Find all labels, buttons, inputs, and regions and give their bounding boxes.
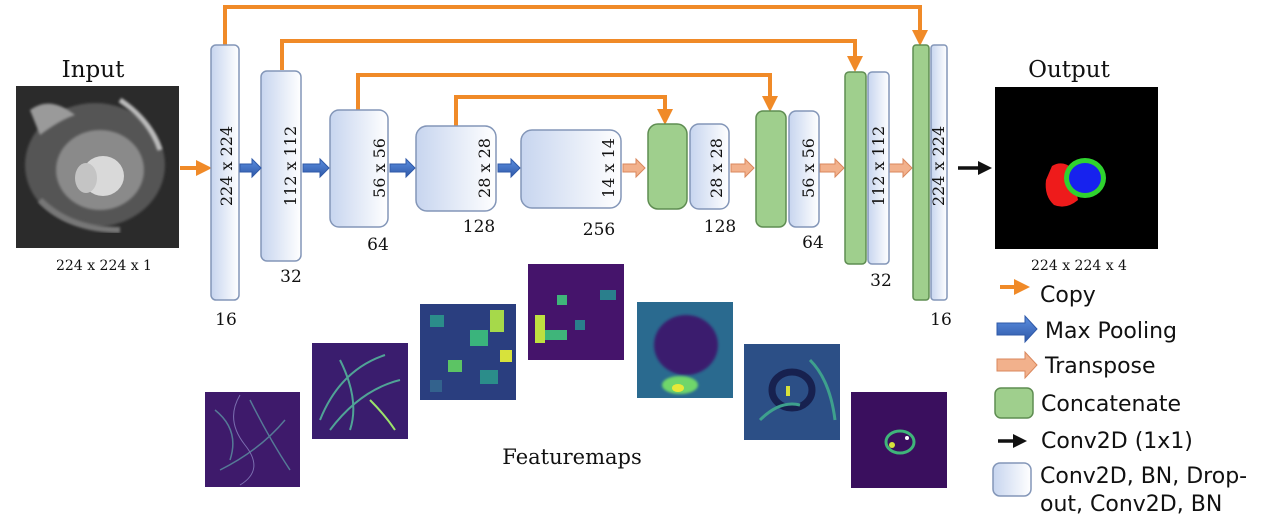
featuremaps-label: Featuremaps (502, 445, 641, 469)
skip-16 (223, 5, 928, 46)
legend-transpose-label: Transpose (1044, 354, 1156, 379)
featuremap-2 (312, 343, 408, 439)
transpose-icon (996, 350, 1038, 380)
skip-64 (356, 73, 778, 112)
maxpool-arrow-2 (302, 157, 330, 179)
concat-block-2 (755, 110, 787, 228)
decoder-block-2-label: 56 x 56 (799, 138, 818, 198)
featuremap-7 (851, 392, 947, 488)
transpose-arrow-3 (819, 157, 845, 179)
transpose-arrow-1 (622, 157, 646, 179)
maxpool-icon (996, 314, 1038, 344)
encoder-block-5-label: 14 x 14 (599, 138, 618, 198)
concat-block-4 (912, 44, 930, 301)
input-dims: 224 x 224 x 1 (56, 258, 152, 274)
featuremap-1 (205, 392, 300, 487)
legend-convblock-label-2: out, Conv2D, BN (1040, 492, 1222, 517)
featuremap-4 (528, 264, 624, 360)
encoder-block-2-label: 112 x 112 (281, 126, 300, 206)
transpose-arrow-4 (888, 157, 913, 179)
decoder-stage-3: 112 x 112 32 (844, 71, 892, 291)
encoder-block-3-label: 56 x 56 (370, 138, 389, 198)
legend-convblock-label-1: Conv2D, BN, Drop- (1040, 464, 1247, 489)
encoder-block-2-channels: 32 (280, 267, 302, 287)
legend-copy-label: Copy (1040, 283, 1096, 308)
encoder-block-3: 56 x 56 64 (329, 109, 389, 255)
decoder-stage-2: 56 x 56 64 (755, 110, 824, 253)
featuremaps (205, 264, 947, 488)
concat-block-1 (647, 123, 688, 210)
decoder-stage-4: 224 x 224 16 (912, 44, 952, 330)
output-dims: 224 x 224 x 4 (1031, 258, 1127, 274)
input-title: Input (62, 57, 125, 83)
decoder-block-3-label: 112 x 112 (869, 126, 888, 206)
legend-conv1x1: Conv2D (1x1) (998, 429, 1193, 454)
skip-128 (454, 95, 673, 126)
encoder-block-3-channels: 64 (367, 235, 389, 255)
encoder-block-4-channels: 128 (463, 217, 495, 237)
legend: Copy Max Pooling Transpose Concatenate C… (992, 279, 1247, 517)
legend-transpose: Transpose (996, 350, 1156, 380)
featuremap-6 (744, 344, 840, 440)
skip-connections (223, 5, 928, 126)
decoder-block-3-channels: 32 (870, 271, 892, 291)
legend-maxpool-label: Max Pooling (1045, 319, 1177, 344)
legend-concat: Concatenate (994, 387, 1181, 419)
featuremap-5 (637, 302, 733, 398)
legend-concat-label: Concatenate (1041, 392, 1181, 417)
transpose-arrows (622, 157, 913, 179)
skip-32 (280, 39, 863, 72)
decoder-block-1-channels: 128 (704, 217, 736, 237)
encoder-block-1-channels: 16 (215, 310, 237, 330)
maxpool-arrows (239, 157, 521, 179)
concat-block-3 (844, 71, 867, 265)
input-mri-image (16, 86, 179, 248)
legend-convblock: Conv2D, BN, Drop- out, Conv2D, BN (992, 462, 1247, 517)
legend-maxpool: Max Pooling (996, 314, 1177, 344)
legend-copy: Copy (1000, 279, 1096, 308)
encoder-block-1: 224 x 224 16 (210, 44, 240, 330)
decoder-block-4-label: 224 x 224 (929, 126, 948, 206)
output-segmentation-image (995, 87, 1158, 249)
transpose-arrow-2 (730, 157, 755, 179)
encoder-block-4-label: 28 x 28 (475, 138, 494, 198)
maxpool-arrow-4 (497, 157, 521, 179)
maxpool-arrow-1 (239, 157, 262, 179)
featuremap-3 (420, 304, 516, 400)
legend-conv1x1-label: Conv2D (1x1) (1041, 429, 1193, 454)
encoder-block-2: 112 x 112 32 (260, 70, 302, 287)
encoder-block-5-channels: 256 (583, 220, 615, 240)
concat-icon (994, 387, 1034, 419)
convblock-icon (992, 462, 1032, 497)
encoder-block-4: 28 x 28 128 (415, 125, 497, 237)
output-title: Output (1028, 57, 1110, 83)
decoder-stage-1: 28 x 28 128 (647, 123, 736, 237)
decoder-block-1-label: 28 x 28 (707, 138, 726, 198)
decoder-block-2-channels: 64 (802, 233, 824, 253)
maxpool-arrow-3 (389, 157, 416, 179)
decoder-block-4-channels: 16 (930, 310, 952, 330)
encoder-block-5: 14 x 14 256 (520, 129, 622, 240)
encoder-block-1-label: 224 x 224 (217, 126, 236, 206)
